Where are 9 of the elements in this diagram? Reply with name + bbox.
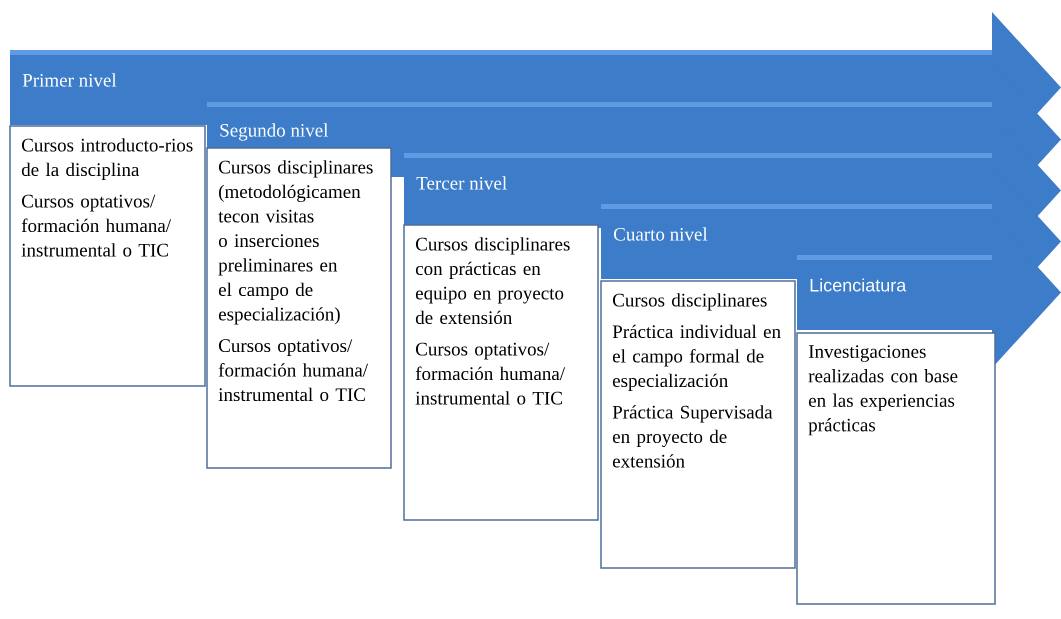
node-label: Primer nivel bbox=[22, 73, 117, 87]
node-label: Segundo nivel bbox=[220, 123, 329, 141]
text-box: Investigaciones realizadas con base en las experiencias prácticas bbox=[796, 332, 996, 605]
node-label: Tercer nivel bbox=[416, 176, 507, 190]
text-box: Cursos disciplinares (metodológicamen tecon visitas o inserciones preliminares en el campo de especialización) Cursos optativos/ formación humana/ instrumental o TIC bbox=[206, 147, 392, 469]
text-box: Cursos introducto-rios de la disciplina Cursos optativos/ formación humana/ instrumental o TIC bbox=[9, 125, 206, 387]
text-box: Cursos disciplinares Práctica individual en el campo formal de especialización Práctica Supervisada en proyecto de extensión bbox=[600, 280, 796, 569]
node-label: Cuarto nivel bbox=[613, 227, 708, 241]
text-box: Cursos disciplinares con prácticas en equipo en proyecto de extensión Cursos optativos/ formación humana/ instrumental o TIC bbox=[403, 224, 599, 521]
